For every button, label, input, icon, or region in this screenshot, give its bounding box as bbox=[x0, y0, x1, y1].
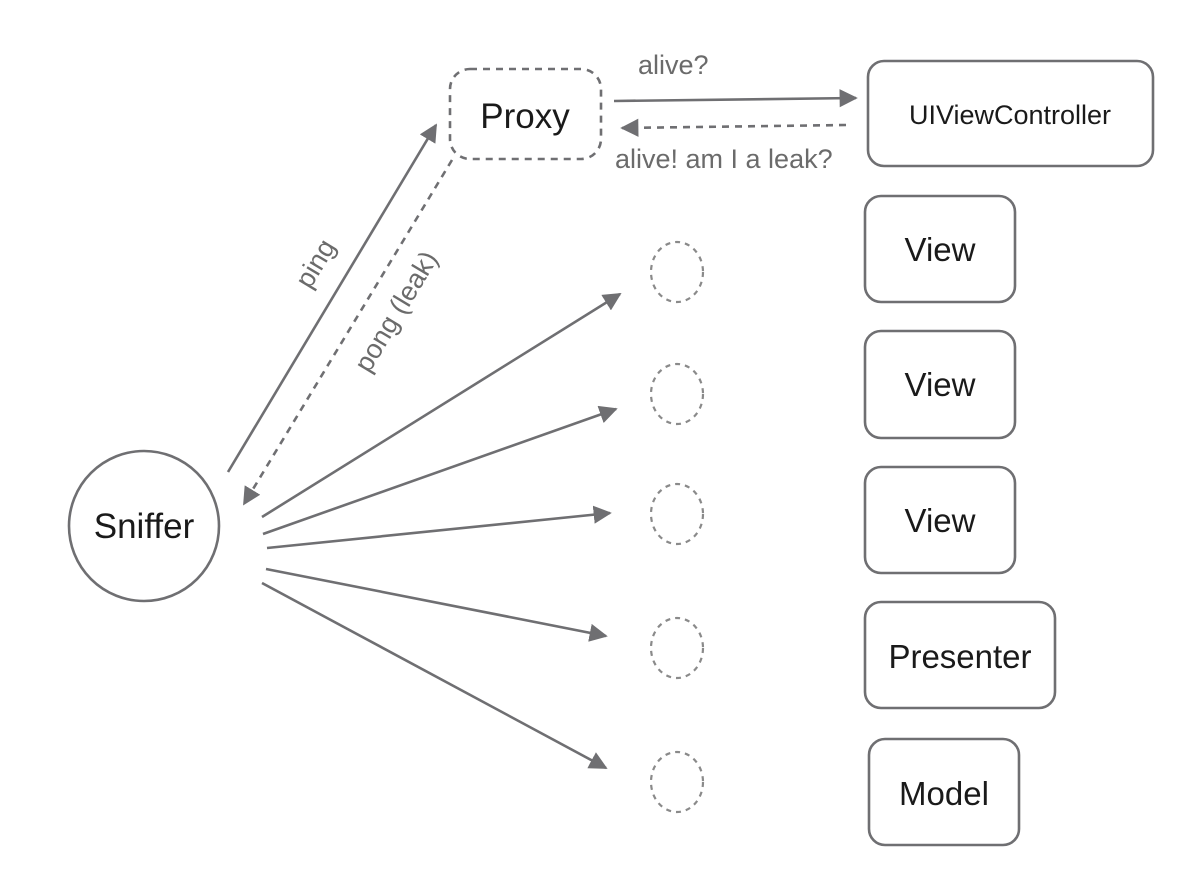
sniffer-node: Sniffer bbox=[67, 449, 221, 603]
sniffer-arrow-5 bbox=[261, 581, 608, 770]
view-label-1: View bbox=[905, 231, 976, 268]
view-node-3: View bbox=[863, 465, 1017, 575]
model-node: Model bbox=[867, 737, 1021, 847]
uiviewcontroller-label: UIViewController bbox=[909, 100, 1111, 130]
ghost-circle-2 bbox=[649, 362, 705, 426]
sniffer-arrow-1 bbox=[261, 292, 622, 519]
ghost-circle-1 bbox=[649, 240, 705, 304]
alive-reply-label: alive! am I a leak? bbox=[615, 144, 833, 174]
view-label-2: View bbox=[905, 366, 976, 403]
view-label-3: View bbox=[905, 502, 976, 539]
ghost-circle-3 bbox=[649, 482, 705, 546]
uiviewcontroller-node: UIViewController bbox=[866, 59, 1155, 168]
ghost-circle-4 bbox=[649, 616, 705, 680]
alive-reply-arrow bbox=[620, 118, 847, 137]
pong-arrow bbox=[242, 159, 454, 506]
view-node-2: View bbox=[863, 329, 1017, 440]
proxy-node: Proxy bbox=[448, 67, 603, 161]
presenter-node: Presenter bbox=[863, 600, 1057, 710]
sniffer-arrow-4 bbox=[265, 567, 608, 642]
ping-arrow bbox=[226, 123, 438, 473]
sniffer-arrow-2 bbox=[262, 405, 618, 536]
view-node-1: View bbox=[863, 194, 1017, 304]
presenter-label: Presenter bbox=[888, 638, 1031, 675]
model-label: Model bbox=[899, 775, 989, 812]
sniffer-arrow-3 bbox=[266, 505, 612, 550]
pong-label: pong (leak) bbox=[348, 246, 443, 377]
sniffer-label: Sniffer bbox=[94, 507, 195, 546]
alive-arrow bbox=[613, 89, 858, 108]
alive-label: alive? bbox=[638, 50, 709, 80]
ping-label: ping bbox=[289, 234, 341, 293]
proxy-label: Proxy bbox=[480, 97, 570, 136]
ghost-circle-5 bbox=[649, 750, 705, 814]
